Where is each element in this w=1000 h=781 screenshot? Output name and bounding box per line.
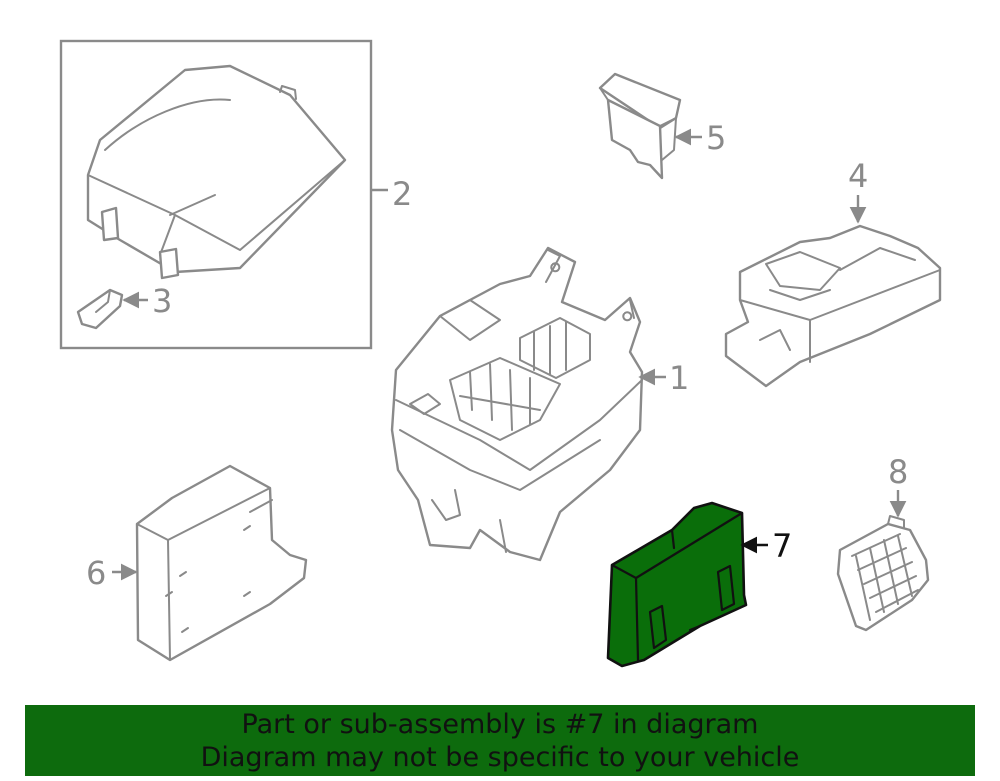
part-8-connector[interactable] (836, 515, 930, 632)
info-banner: Part or sub-assembly is #7 in diagram Di… (25, 705, 975, 776)
callout-7: 7 (772, 527, 792, 565)
part-1-fuse-box[interactable] (390, 246, 644, 562)
part-3-clip[interactable] (76, 288, 124, 330)
part-5-connector[interactable] (598, 72, 682, 180)
callout-5: 5 (706, 119, 726, 157)
callout-2: 2 (392, 175, 412, 213)
callout-3: 3 (152, 282, 172, 320)
parts-diagram: 2 3 5 4 (59, 39, 942, 668)
callout-8: 8 (888, 453, 908, 491)
banner-line-1: Part or sub-assembly is #7 in diagram (241, 709, 759, 740)
callout-1: 1 (669, 359, 689, 397)
part-7-highlighted-module[interactable] (606, 501, 748, 668)
part-6-control-module[interactable] (135, 464, 308, 662)
cover-group-box (59, 39, 373, 350)
banner-line-2: Diagram may not be specific to your vehi… (200, 742, 800, 773)
part-4-junction-block[interactable] (724, 224, 942, 388)
callout-6: 6 (86, 554, 106, 592)
callout-4: 4 (848, 157, 868, 195)
part-2-fuse-box-cover[interactable] (86, 64, 347, 280)
